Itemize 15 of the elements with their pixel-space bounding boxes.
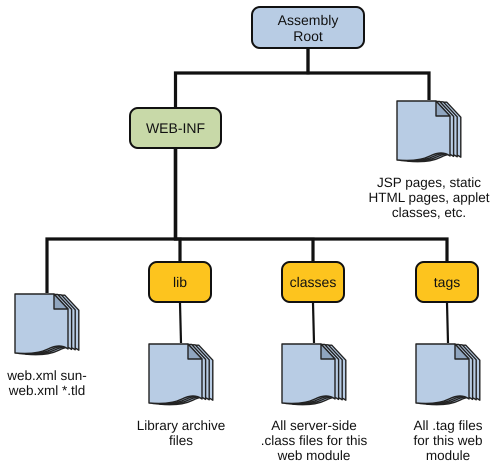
folder-box: tags	[415, 261, 479, 303]
file-caption: web.xml sun-web.xml *.tld	[6, 368, 88, 398]
connector-line	[178, 302, 182, 344]
file-caption: All server-side .class files for this web module	[260, 418, 368, 463]
folder-box: classes	[281, 261, 345, 303]
connector-line	[174, 149, 449, 261]
connector-line	[446, 302, 450, 344]
file-caption: All .tag files for this web module	[412, 418, 484, 463]
folder-box: WEB-INF	[129, 107, 222, 149]
file-caption: Library archive files	[136, 418, 226, 448]
connector-line	[306, 49, 431, 100]
folder-box: lib	[148, 261, 212, 303]
folder-box: Assembly Root	[251, 6, 365, 49]
connector-line	[312, 302, 316, 344]
file-caption: JSP pages, static HTML pages, applet classes, etc.	[367, 175, 491, 220]
